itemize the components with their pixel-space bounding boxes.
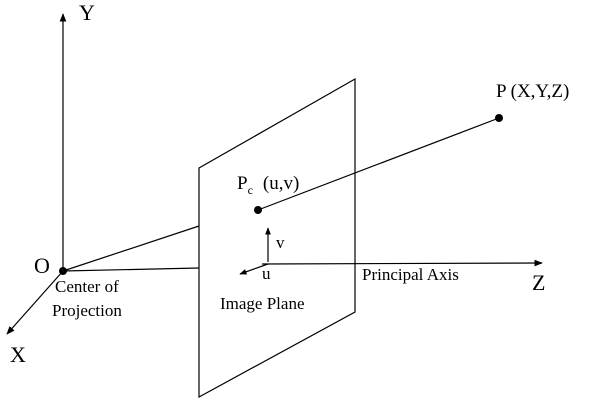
principal-axis-rear bbox=[62, 267, 200, 272]
principal-axis-label: Principal Axis bbox=[362, 265, 459, 284]
pc-point bbox=[254, 206, 262, 214]
v-axis-label: v bbox=[276, 233, 285, 252]
pc-label-subscript: c bbox=[248, 183, 253, 197]
z-axis-label: Z bbox=[532, 270, 545, 295]
origin-caption-line1: Center of bbox=[55, 277, 119, 296]
origin-point bbox=[59, 267, 67, 275]
pc-label-coords: (u,v) bbox=[263, 173, 299, 194]
p-point bbox=[495, 114, 503, 122]
pc-label-main: P bbox=[237, 173, 248, 194]
x-axis bbox=[6, 270, 64, 335]
u-axis bbox=[239, 263, 269, 275]
image-plane bbox=[198, 77, 356, 399]
projection-ray-rear bbox=[62, 225, 200, 272]
pc-label: Pc (u,v) bbox=[237, 173, 299, 197]
y-axis-label: Y bbox=[79, 0, 95, 25]
x-axis-label: X bbox=[10, 342, 26, 367]
origin-label: O bbox=[34, 253, 50, 278]
p-label: P (X,Y,Z) bbox=[496, 81, 569, 102]
projection-ray bbox=[257, 117, 500, 211]
image-plane-label: Image Plane bbox=[220, 294, 305, 313]
origin-caption-line2: Projection bbox=[52, 301, 122, 320]
principal-axis bbox=[261, 259, 543, 267]
u-axis-label: u bbox=[262, 264, 271, 283]
